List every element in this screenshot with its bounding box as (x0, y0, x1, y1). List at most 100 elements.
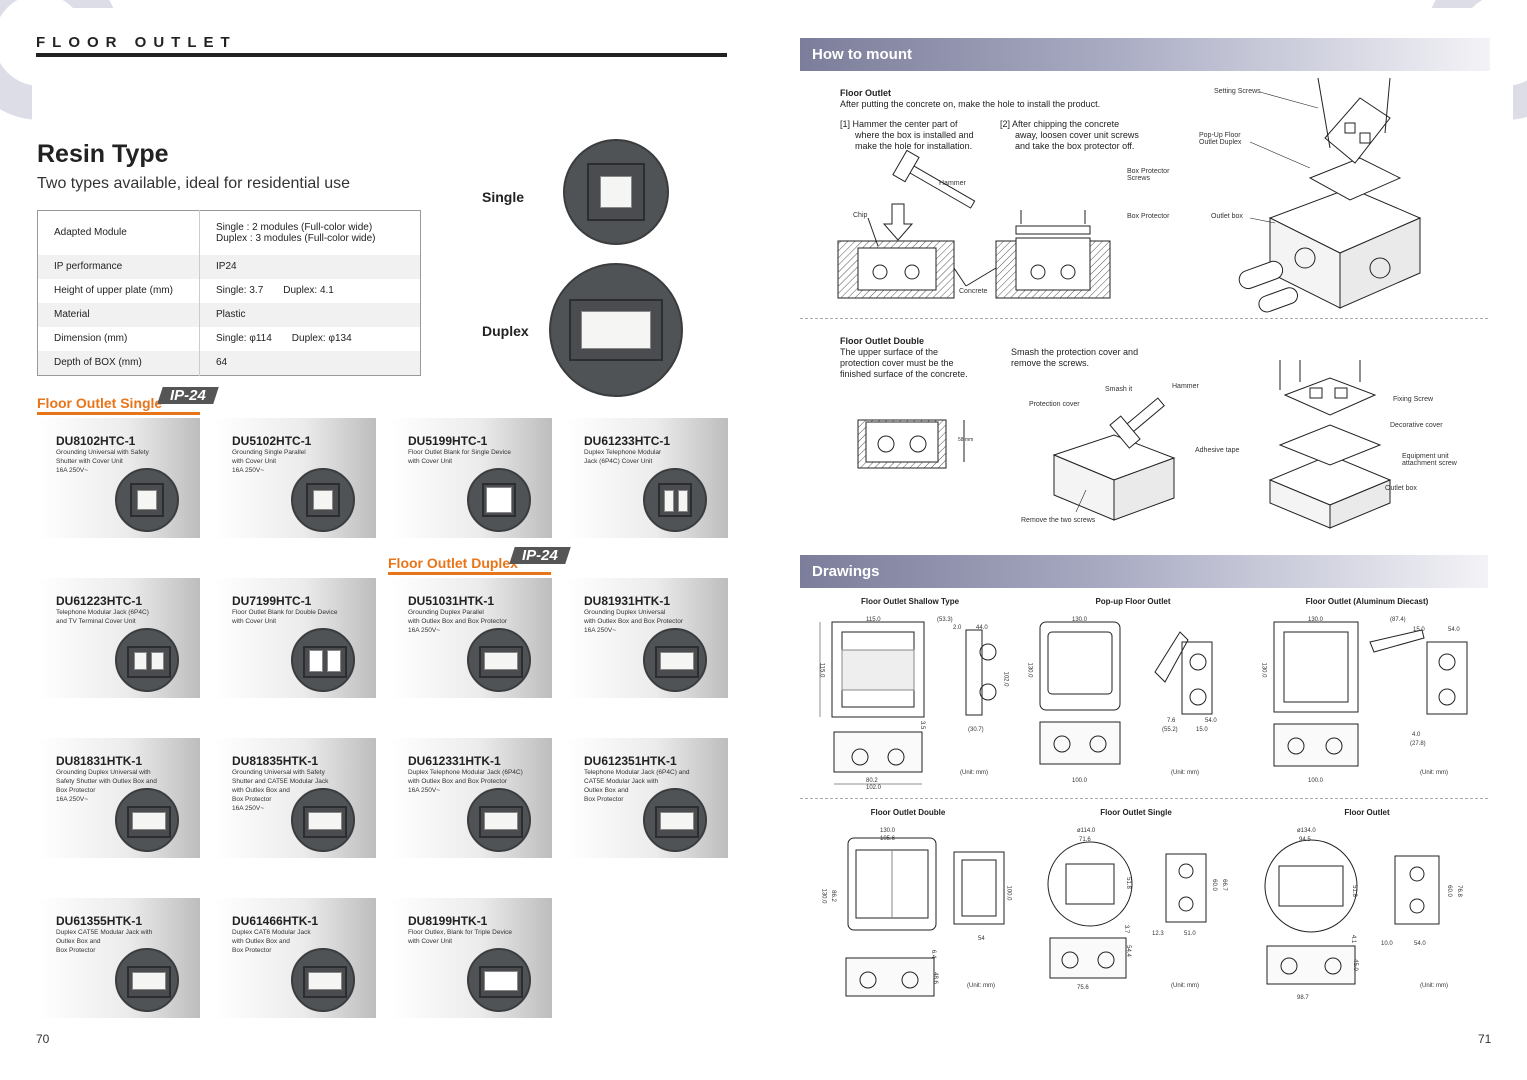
product-image (643, 468, 707, 532)
drawing-title: Floor Outlet (Aluminum Diecast) (1305, 597, 1429, 606)
dim-label: 130.0 (820, 888, 827, 904)
product-image (643, 628, 707, 692)
dim-label: (30.7) (968, 727, 984, 733)
outlet-socket (132, 812, 166, 830)
product-card[interactable]: DU8199HTK-1 Floor Outlex, Blank for Trip… (390, 898, 552, 1018)
dim-label: 130.0 (880, 828, 896, 834)
product-card[interactable]: DU5199HTC-1 Floor Outlet Blank for Singl… (390, 418, 552, 538)
product-card[interactable]: DU8102HTC-1 Grounding Universal with Saf… (38, 418, 200, 538)
product-image (115, 788, 179, 852)
label-protection-cover: Protection cover (1029, 401, 1080, 408)
product-description: Floor Outlet Blank for Single Device wit… (408, 449, 511, 465)
product-description: Duplex Telephone Modular Jack (6P4C) wit… (408, 769, 523, 794)
label-hammer-2: Hammer (1172, 383, 1199, 390)
product-image (467, 628, 531, 692)
mount-diagram-popup (1238, 77, 1422, 313)
label-chip: Chip (853, 212, 868, 219)
header-rule (36, 53, 727, 57)
product-description: Telephone Modular Jack (6P4C) and CAT5E … (584, 769, 690, 803)
outlet-socket (151, 652, 164, 670)
product-card[interactable]: DU61466HTK-1 Duplex CAT6 Modular Jack wi… (214, 898, 376, 1018)
ip24-badge-duplex: IP-24 (509, 547, 571, 564)
divider (800, 318, 1488, 319)
product-card[interactable]: DU61233HTC-1 Duplex Telephone Modular Ja… (566, 418, 728, 538)
label-popup-duplex: Pop-Up Floor Outlet Duplex (1199, 132, 1242, 146)
product-card[interactable]: DU5102HTC-1 Grounding Single Parallel wi… (214, 418, 376, 538)
product-card[interactable]: DU7199HTC-1 Floor Outlet Blank for Doubl… (214, 578, 376, 698)
technical-drawing-double (845, 837, 1005, 997)
product-image (467, 788, 531, 852)
section-floor-outlet-single: Floor Outlet Single (37, 395, 163, 411)
dim-label: 60.0 (1445, 885, 1452, 897)
spec-value-part: Duplex: 4.1 (283, 285, 334, 296)
mount-step-2: [2] After chipping the concrete away, lo… (1000, 119, 1139, 151)
product-code: DU7199HTC-1 (232, 594, 312, 608)
decorative-ring-left (0, 0, 120, 120)
product-card[interactable]: DU81931HTK-1 Grounding Duplex Universal … (566, 578, 728, 698)
product-card[interactable]: DU612331HTK-1 Duplex Telephone Modular J… (390, 738, 552, 858)
drawing-title: Floor Outlet Shallow Type (860, 597, 960, 606)
product-code: DU5102HTC-1 (232, 434, 312, 448)
product-image (291, 468, 355, 532)
product-image (291, 788, 355, 852)
mount-diagram-double-exploded (1268, 360, 1392, 529)
outlet-socket (313, 490, 333, 510)
product-code: DU61223HTC-1 (56, 594, 143, 608)
drawing-title: Floor Outlet Double (870, 808, 946, 817)
technical-drawing-shallow (819, 621, 997, 785)
drawing-title: Floor Outlet Single (1100, 808, 1172, 817)
hero-single-label: Single (482, 189, 525, 205)
dim-label: 51.8 (1124, 877, 1131, 889)
dim-label: 45.0 (1351, 959, 1358, 971)
section-floor-outlet-duplex: Floor Outlet Duplex (388, 555, 518, 571)
dim-label: 115.0 (818, 662, 825, 678)
dim-label: 54.0 (1414, 941, 1426, 947)
header-title: FLOOR OUTLET (36, 34, 237, 51)
mount-step-1: [1] Hammer the center part of where the … (840, 119, 974, 151)
technical-drawing-single (1047, 841, 1207, 979)
product-card[interactable]: DU61223HTC-1 Telephone Modular Jack (6P4… (38, 578, 200, 698)
label-smash-it: Smash it (1105, 386, 1133, 393)
product-code: DU51031HTK-1 (408, 594, 495, 608)
spec-value-part: Duplex: φ134 (291, 333, 352, 344)
drawing-unit: (Unit: mm) (1171, 983, 1199, 989)
dim-label: 60.0 (1210, 879, 1217, 891)
outlet-blank (309, 650, 323, 672)
spec-value-line: Single : 2 modules (Full-color wide) (216, 221, 373, 233)
label-decorative-cover: Decorative cover (1390, 422, 1443, 429)
product-card[interactable]: DU51031HTK-1 Grounding Duplex Parallel w… (390, 578, 552, 698)
product-card[interactable]: DU612351HTK-1 Telephone Modular Jack (6P… (566, 738, 728, 858)
orange-underline (37, 412, 200, 415)
drawing-unit: (Unit: mm) (1420, 770, 1448, 776)
product-description: Grounding Duplex Universal with Outlex B… (584, 609, 683, 634)
product-card[interactable]: DU81835HTK-1 Grounding Universal with Sa… (214, 738, 376, 858)
outlet-socket (134, 652, 147, 670)
dim-label: ø134.0 (1297, 828, 1316, 834)
dim-label: 4.1 (1350, 934, 1357, 944)
dim-label: 94.5 (1299, 837, 1311, 843)
product-code: DU612351HTK-1 (584, 754, 677, 768)
outlet-socket (132, 972, 166, 990)
dim-label: 3.5 (919, 720, 926, 730)
floor-outlet-title: Floor Outlet (840, 88, 891, 98)
product-image (291, 948, 355, 1012)
dim-label: 115.0 (866, 617, 881, 623)
dim-label: (87.4) (1390, 617, 1406, 623)
floor-outlet-double-text1: The upper surface of the protection cove… (840, 347, 968, 379)
dim-label: 71.6 (1079, 837, 1091, 843)
product-card[interactable]: DU61355HTK-1 Duplex CAT5E Modular Jack w… (38, 898, 200, 1018)
dim-label: 54.0 (1448, 627, 1460, 633)
dim-label: 66.7 (1220, 879, 1227, 891)
product-code: DU61355HTK-1 (56, 914, 143, 928)
spec-row: Depth of BOX (mm)64 (37, 350, 421, 375)
product-code: DU8199HTK-1 (408, 914, 488, 928)
product-card[interactable]: DU81831HTK-1 Grounding Duplex Universal … (38, 738, 200, 858)
dim-label: 51.8 (1350, 885, 1357, 897)
spec-value: 64 (199, 350, 421, 375)
product-description: Duplex CAT5E Modular Jack with Outlex Bo… (56, 929, 153, 954)
hero-single-outlet-image (563, 139, 669, 245)
